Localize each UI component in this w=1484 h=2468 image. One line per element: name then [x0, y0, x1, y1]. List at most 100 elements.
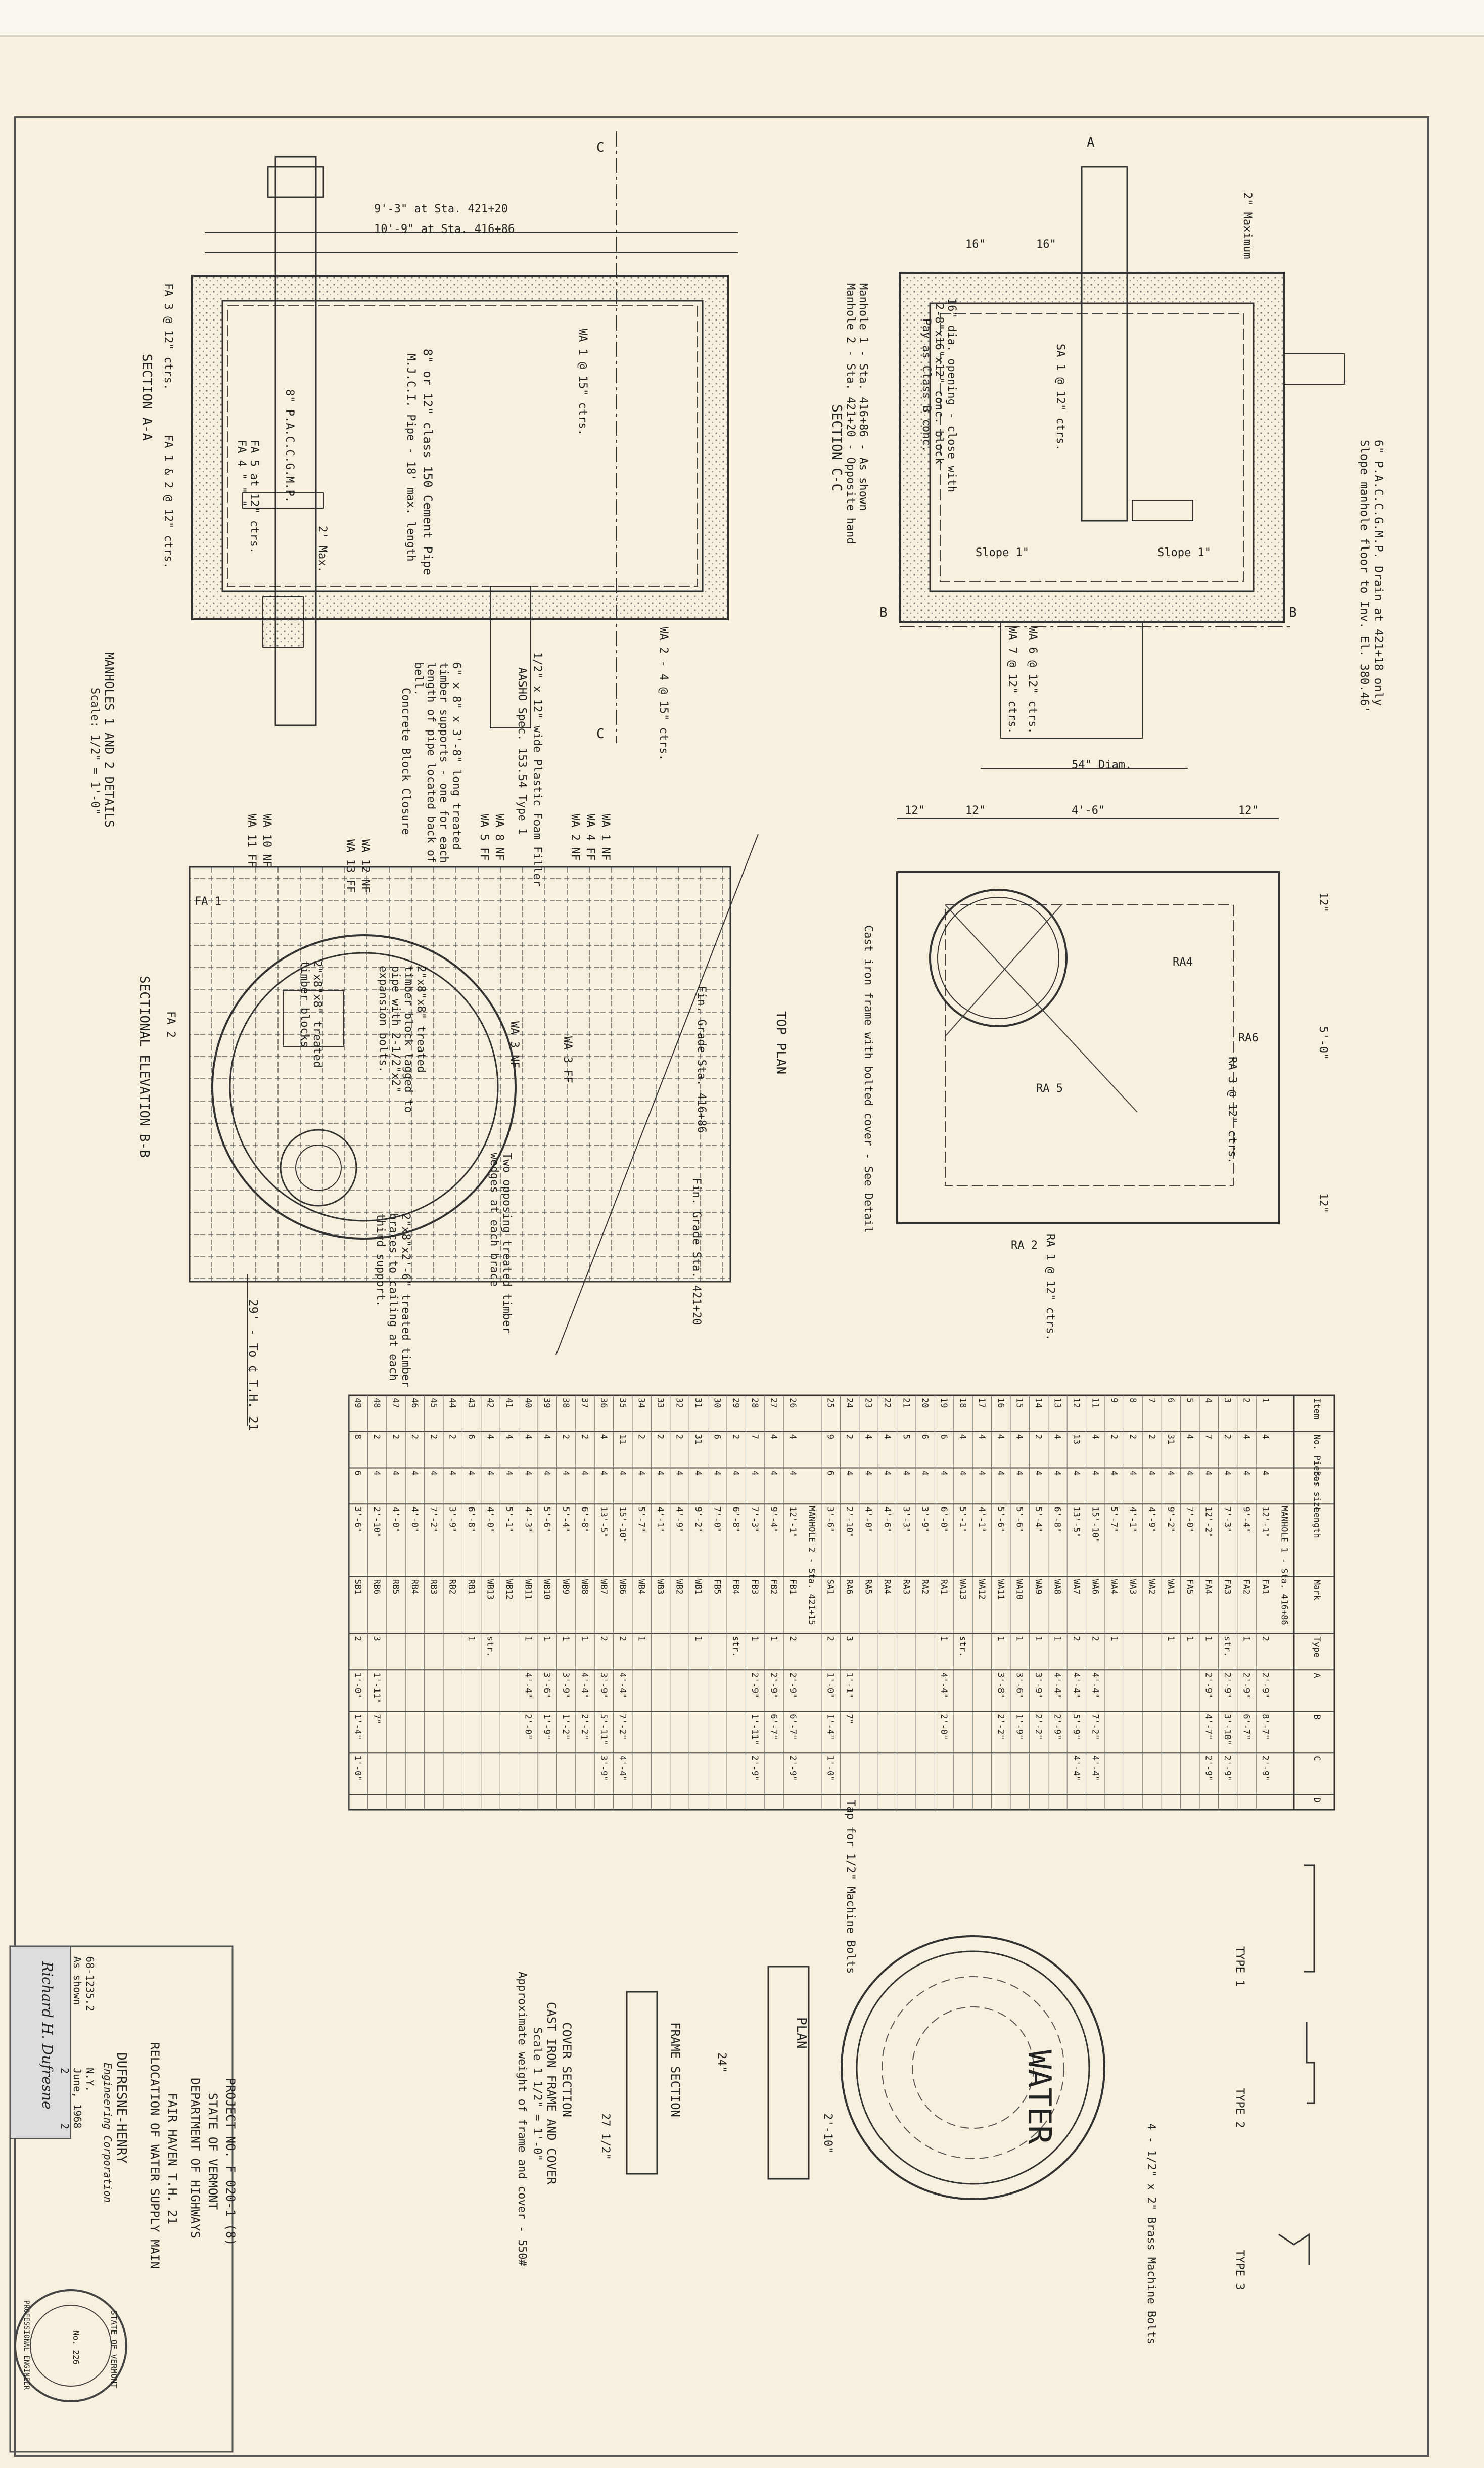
- title-block-frame: [9, 1945, 234, 2453]
- tp-diag-bar-2: [945, 904, 1062, 1037]
- table-cell: 3'-6": [825, 1506, 836, 1532]
- table-cell: 7": [372, 1714, 382, 1724]
- table-cell: 4'-9": [1147, 1506, 1157, 1532]
- bb-tb-1: 2"x8"x8" treated: [311, 961, 323, 1068]
- table-cell: WA11: [995, 1579, 1005, 1600]
- table-cell: 3'-9": [447, 1506, 457, 1532]
- table-cell: 4: [863, 1434, 873, 1439]
- table-cell: 2'-2": [1033, 1714, 1043, 1740]
- table-cell: 1'-0": [353, 1672, 363, 1698]
- table-cell: 2: [674, 1434, 684, 1439]
- table-cell: 4'-0": [391, 1506, 401, 1532]
- aa-rebar-loop: [227, 305, 698, 587]
- table-cell: str.: [731, 1636, 741, 1657]
- table-cell: FA3: [1222, 1579, 1232, 1595]
- table-cell: 4: [485, 1471, 495, 1476]
- table-cell: 8: [353, 1434, 363, 1439]
- top-plan: 12" 12" 4'-6" 12" RA4 RA 5 RA6 RA 2: [896, 804, 1280, 1252]
- cover-outer: [841, 1935, 1105, 2200]
- type3-shape: [1278, 2233, 1310, 2265]
- cc-pipe-joint: [1132, 500, 1193, 521]
- table-cell: WA10: [1014, 1579, 1025, 1600]
- table-cell: 2: [598, 1636, 609, 1641]
- table-header-cell: Item: [1312, 1398, 1322, 1419]
- table-cell: 1'-11": [372, 1672, 382, 1703]
- table-cell: 4: [1184, 1471, 1194, 1476]
- table-cell: str.: [485, 1636, 495, 1657]
- cover-plan: WATER: [626, 1935, 1105, 2200]
- table-cell: 4: [1241, 1434, 1251, 1439]
- table-cell: RA1: [939, 1579, 949, 1595]
- bb-wa-label: WA 13 FF: [344, 839, 356, 893]
- table-cell: 2: [655, 1434, 665, 1439]
- table-cell: 1: [693, 1636, 703, 1641]
- table-cell: 4'-4": [617, 1672, 627, 1698]
- aa-max: 2' Max.: [316, 526, 329, 573]
- table-cell: 3'-9": [598, 1672, 609, 1698]
- bb-wa-label: WA 1 NF: [599, 814, 612, 861]
- table-cell: 4: [712, 1471, 722, 1476]
- table-cell: 4: [391, 1471, 401, 1476]
- table-cell: 4: [447, 1471, 457, 1476]
- bb-wedges-1: 2"x8"x2'-6" treated timber: [399, 1213, 412, 1388]
- table-cell: WB9: [561, 1579, 571, 1595]
- table-cell: FA4: [1203, 1579, 1214, 1595]
- aa-pacc: 8" P.A.C.C.G.M.P.: [283, 389, 296, 504]
- table-cell: 2: [409, 1434, 420, 1439]
- cc-wa6: WA 6 @ 12" ctrs.: [1026, 627, 1039, 734]
- table-cell: 4: [1109, 1471, 1119, 1476]
- cover-section-title: COVER SECTION: [560, 2022, 574, 2117]
- table-cell: 6'-8": [580, 1506, 590, 1532]
- table-cell: RB4: [409, 1579, 420, 1595]
- table-cell: 5'-9": [1071, 1714, 1081, 1740]
- table-cell: 1'-0": [825, 1672, 836, 1698]
- table-cell: 4: [523, 1434, 533, 1439]
- aa-caption-1: MANHOLES 1 AND 2 DETAILS: [102, 652, 116, 828]
- table-cell: 5'-6": [1014, 1506, 1025, 1532]
- table-header-cell: C: [1312, 1756, 1322, 1761]
- table-cell: WB4: [636, 1579, 646, 1595]
- cover-plan-title: PLAN: [794, 2017, 809, 2049]
- table-cell: 4'-0": [485, 1506, 495, 1532]
- table-cell: 2: [1109, 1434, 1119, 1439]
- table-cell: 4: [995, 1434, 1005, 1439]
- table-cell: 4: [1203, 1398, 1214, 1403]
- table-header-cell: Bar size: [1312, 1471, 1322, 1513]
- table-cell: 4: [542, 1434, 552, 1439]
- table-cell: 9'-4": [769, 1506, 779, 1532]
- table-cell: 27: [769, 1398, 779, 1408]
- title-block: [9, 1945, 234, 2453]
- table-cell: 2: [1260, 1636, 1270, 1641]
- aa-label-fa12: FA 1 & 2 @ 12" ctrs.: [162, 435, 174, 569]
- table-cell: 9: [825, 1434, 836, 1439]
- table-cell: 20: [920, 1398, 930, 1408]
- cc-dim-16b: 16": [1036, 238, 1056, 251]
- table-cell: 33: [655, 1398, 665, 1408]
- table-cell: 32: [674, 1398, 684, 1408]
- table-cell: WB2: [674, 1579, 684, 1595]
- table-cell: 3: [372, 1636, 382, 1641]
- aa-dim-9-3: 9'-3" at Sta. 421+20: [374, 203, 508, 215]
- table-header-cell: Length: [1312, 1507, 1322, 1538]
- bb-tb-2: timber blocks: [298, 961, 311, 1048]
- table-cell: 4: [977, 1434, 987, 1439]
- table-cell: 2: [825, 1636, 836, 1641]
- table-cell: 4: [882, 1434, 892, 1439]
- table-cell: 3'-9": [561, 1672, 571, 1698]
- table-cell: 4: [1090, 1471, 1100, 1476]
- tp-dim-12d: 12": [1317, 892, 1329, 912]
- table-cell: 36: [598, 1398, 609, 1408]
- bb-wa-label: WA 8 NF: [493, 814, 505, 861]
- bb-wa-label: WA 2 NF: [569, 814, 581, 861]
- cc-opening-2: 2-8"x16"x12" conc. block: [933, 303, 945, 464]
- table-cell: 4'-0": [409, 1506, 420, 1532]
- table-header-cell: B: [1312, 1714, 1322, 1719]
- tb-state: STATE OF VERMONT: [206, 2093, 220, 2210]
- table-cell: 5'-11": [598, 1714, 609, 1745]
- table-cell: 4: [1014, 1434, 1025, 1439]
- cc-inner-wall: [929, 302, 1255, 592]
- table-cell: 46: [409, 1398, 420, 1408]
- bb-outer-circle: [211, 934, 517, 1240]
- table-cell: 2: [731, 1434, 741, 1439]
